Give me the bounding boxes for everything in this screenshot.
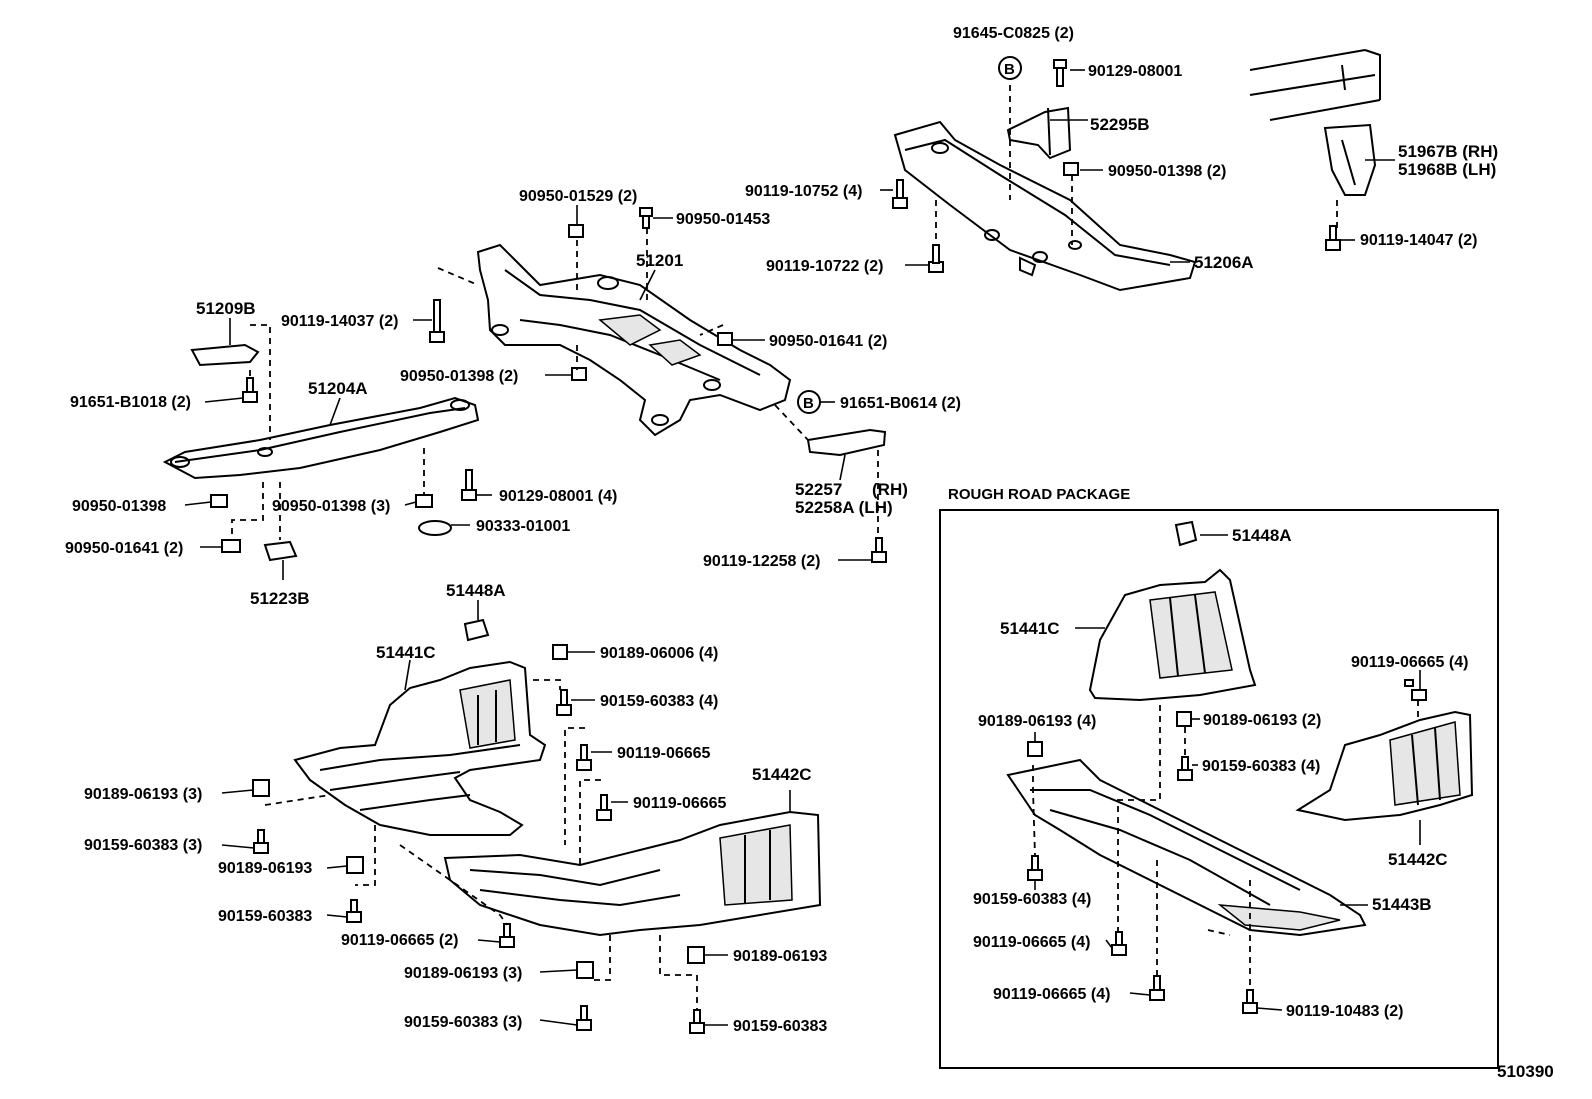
label-inset-90119-06665-4b: 90119-06665 (4): [973, 934, 1090, 951]
label-inset-51442c: 51442C: [1388, 850, 1448, 869]
label-90950-01398-left: 90950-01398: [72, 498, 166, 515]
callout-b-center: B: [797, 390, 821, 414]
inset-undercover-51443b-drawing: [1006, 758, 1367, 937]
label-51442c: 51442C: [752, 765, 812, 784]
label-51441c: 51441C: [376, 643, 436, 662]
label-52258a: 52258A (LH): [795, 498, 893, 517]
label-90950-01641-center: 90950-01641 (2): [769, 333, 887, 350]
label-90189-06193-a: 90189-06193: [218, 860, 312, 877]
inset-undercover-51441c-drawing: [1088, 520, 1257, 702]
bracket-52257-drawing: [806, 428, 887, 457]
label-51448a: 51448A: [446, 581, 506, 600]
undercover-51442c-drawing: [443, 810, 822, 937]
label-91645-c0825: 91645-C0825 (2): [953, 25, 1074, 42]
label-90119-10722: 90119-10722 (2): [766, 258, 883, 275]
label-90159-60383-3b: 90159-60383 (3): [404, 1014, 522, 1031]
figure-code: 510390: [1497, 1062, 1554, 1081]
label-51967b: 51967B (RH): [1398, 142, 1498, 161]
label-91651-b0614: 91651-B0614 (2): [840, 395, 961, 412]
label-90950-01641-left: 90950-01641 (2): [65, 540, 183, 557]
callout-b-top: B: [998, 56, 1022, 80]
inset-frame: [939, 509, 1499, 1069]
label-51204a: 51204A: [308, 379, 368, 398]
label-90159-60383-4: 90159-60383 (4): [600, 693, 718, 710]
bracket-52295b-drawing: [1006, 106, 1072, 160]
label-90189-06193-3a: 90189-06193 (3): [84, 786, 202, 803]
label-90129-08001-top: 90129-08001: [1088, 63, 1182, 80]
label-inset-90119-06665-4a: 90119-06665 (4): [1351, 654, 1468, 671]
label-51206a: 51206A: [1194, 253, 1254, 272]
crossmember-51206a-drawing: [893, 120, 1197, 292]
label-91651-b1018: 91651-B1018 (2): [70, 394, 191, 411]
label-90119-14047: 90119-14047 (2): [1360, 232, 1477, 249]
label-90189-06006: 90189-06006 (4): [600, 645, 718, 662]
dashed-guides: [231, 85, 1419, 1010]
callout-b-center-letter: B: [803, 395, 814, 412]
label-90950-01453: 90950-01453: [676, 211, 770, 228]
side-rail-drawing: [1249, 49, 1381, 196]
label-inset-90189-06193-4: 90189-06193 (4): [978, 713, 1096, 730]
crossmember-51204a-drawing: [162, 343, 480, 562]
label-90950-01398-3: 90950-01398 (3): [272, 498, 390, 515]
label-90950-01529: 90950-01529 (2): [519, 188, 637, 205]
label-90119-10752: 90119-10752 (4): [745, 183, 862, 200]
label-90189-06193-b: 90189-06193: [733, 948, 827, 965]
label-52295b: 52295B: [1090, 115, 1150, 134]
label-90333-01001: 90333-01001: [476, 518, 570, 535]
label-inset-51448a: 51448A: [1232, 526, 1292, 545]
label-inset-90189-06193-2: 90189-06193 (2): [1203, 712, 1321, 729]
crossmember-51201-drawing: [476, 243, 792, 437]
label-90119-06665-a: 90119-06665: [617, 745, 711, 762]
label-inset-51441c: 51441C: [1000, 619, 1060, 638]
callout-b-top-letter: B: [1004, 61, 1015, 78]
inset-undercover-51442c-drawing: [1295, 710, 1474, 822]
fasteners: [210, 59, 1427, 1034]
label-inset-90119-10483: 90119-10483 (2): [1286, 1003, 1403, 1020]
label-51201: 51201: [636, 251, 683, 270]
label-90159-60383-b: 90159-60383: [733, 1018, 827, 1035]
label-51223b: 51223B: [250, 589, 310, 608]
label-90159-60383-a: 90159-60383: [218, 908, 312, 925]
leader-lines: [184, 69, 1421, 1026]
label-52257: 52257: [795, 480, 842, 499]
label-90119-14037: 90119-14037 (2): [281, 313, 398, 330]
label-51209b: 51209B: [196, 299, 256, 318]
label-90129-08001-4: 90129-08001 (4): [499, 488, 617, 505]
label-inset-90119-06665-4c: 90119-06665 (4): [993, 986, 1110, 1003]
undercover-51441c-drawing: [293, 618, 547, 836]
label-90119-06665-2: 90119-06665 (2): [341, 932, 458, 949]
label-90950-01398-top: 90950-01398 (2): [1108, 163, 1226, 180]
label-inset-90159-60383-4a: 90159-60383 (4): [1202, 758, 1320, 775]
label-90189-06193-3b: 90189-06193 (3): [404, 965, 522, 982]
label-90119-06665-b: 90119-06665: [633, 795, 727, 812]
label-90159-60383-3a: 90159-60383 (3): [84, 837, 202, 854]
label-52257-rh: (RH): [872, 480, 908, 499]
label-inset-90159-60383-4b: 90159-60383 (4): [973, 891, 1091, 908]
label-51968b: 51968B (LH): [1398, 160, 1496, 179]
inset-title: ROUGH ROAD PACKAGE: [948, 486, 1130, 503]
label-inset-51443b: 51443B: [1372, 895, 1432, 914]
label-90950-01398-center: 90950-01398 (2): [400, 368, 518, 385]
label-90119-12258: 90119-12258 (2): [703, 553, 820, 570]
